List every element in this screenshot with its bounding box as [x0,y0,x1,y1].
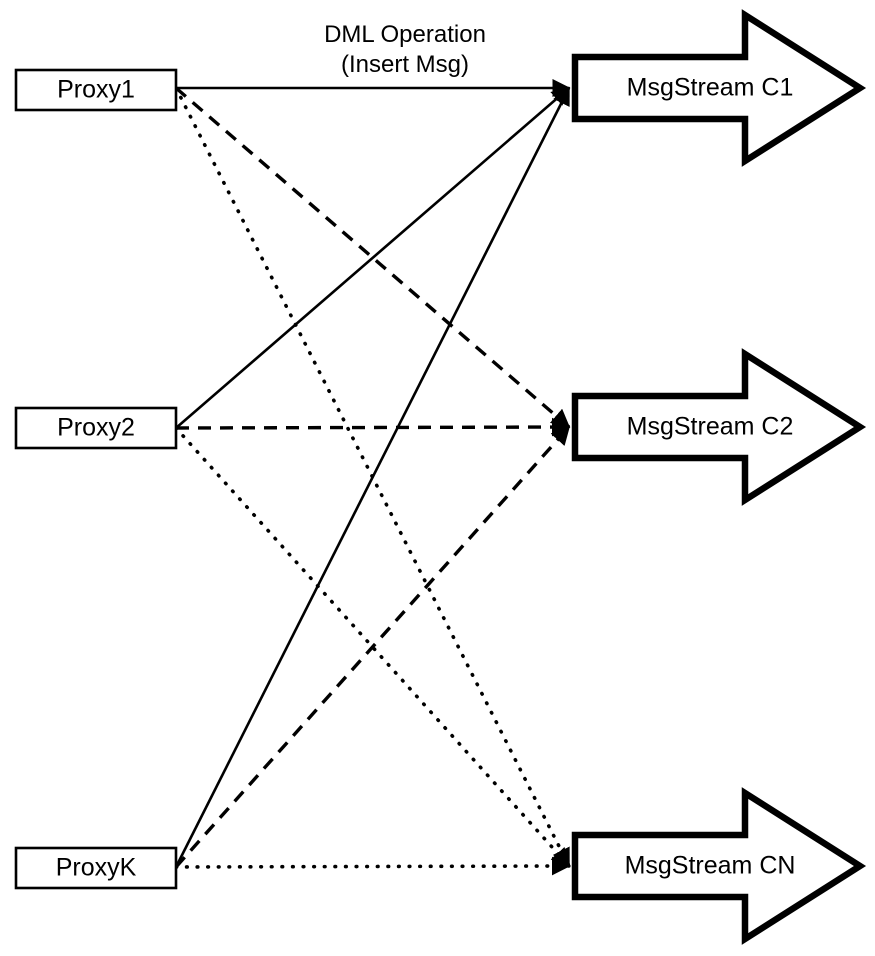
links-layer [174,78,571,876]
link-proxyk-to-msgstream-cn[interactable] [174,856,571,876]
proxies-layer: Proxy1 Proxy2 ProxyK [14,68,178,890]
block-arrow-icon[interactable] [571,9,867,167]
proxy-node-proxy1[interactable]: Proxy1 [14,68,178,112]
link-proxyk-to-msgstream-c1[interactable] [174,86,571,868]
proxy-label: Proxy1 [57,76,135,104]
proxy-label: ProxyK [56,854,137,882]
streams-layer: MsgStream C1 MsgStream C2 MsgStream CN [571,9,867,945]
link-proxy2-to-msgstream-c2[interactable] [175,417,571,437]
msgstream-label: MsgStream C1 [627,74,794,102]
proxy-box[interactable] [14,68,178,112]
msgstream-label: MsgStream C2 [627,413,794,441]
annotation-line-2: (Insert Msg) [341,51,469,78]
block-arrow-icon[interactable] [571,348,867,506]
proxy-box[interactable] [14,406,178,450]
proxy-box[interactable] [14,846,178,890]
msgstream-node-c1[interactable]: MsgStream C1 [571,9,867,167]
annotation-line-1: DML Operation [324,21,486,48]
proxy-node-proxyk[interactable]: ProxyK [14,846,178,890]
link-proxyk-to-msgstream-c2[interactable] [174,425,571,869]
msgstream-node-cn[interactable]: MsgStream CN [571,787,867,945]
block-arrow-icon[interactable] [571,787,867,945]
dml-operation-annotation: DML Operation (Insert Msg) [324,21,486,78]
link-proxy2-to-msgstream-c1[interactable] [175,87,571,429]
proxy-node-proxy2[interactable]: Proxy2 [14,406,178,450]
msgstream-node-c2[interactable]: MsgStream C2 [571,348,867,506]
msgstream-label: MsgStream CN [625,852,796,880]
proxy-label: Proxy2 [57,414,135,442]
